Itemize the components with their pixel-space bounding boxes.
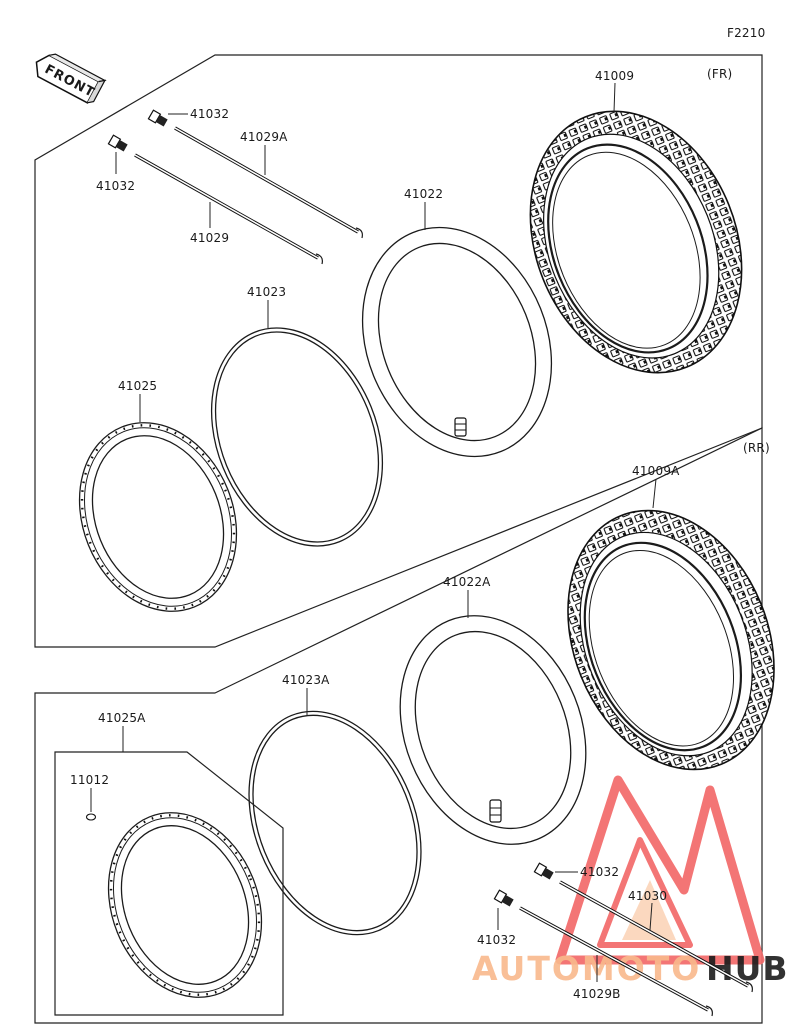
nipple-front-upper [147, 109, 168, 127]
label-41032-d: 41032 [477, 933, 516, 947]
nipple-front-lower [107, 134, 128, 152]
label-41023A: 41023A [282, 673, 330, 687]
tire-rear [567, 509, 775, 771]
spoke-41029a [174, 126, 363, 239]
label-41025A: 41025A [98, 711, 146, 725]
rim-band-front [210, 327, 384, 547]
tube-rear [399, 615, 587, 845]
valve-front [454, 417, 467, 437]
nipple-rear-upper [533, 862, 554, 880]
front-section-label: (FR) [707, 67, 732, 81]
valve-rear [489, 799, 502, 823]
label-41022: 41022 [404, 187, 443, 201]
label-41029B: 41029B [573, 987, 621, 1001]
label-41022A: 41022A [443, 575, 491, 589]
label-41009A: 41009A [632, 464, 680, 478]
label-41030: 41030 [628, 889, 667, 903]
spoke-41029b [519, 906, 713, 1017]
nipple-rear-lower [493, 889, 514, 907]
label-41009: 41009 [595, 69, 634, 83]
rim-front [78, 422, 238, 612]
label-41025: 41025 [118, 379, 157, 393]
label-41029: 41029 [190, 231, 229, 245]
label-11012: 11012 [70, 773, 109, 787]
label-41032-a: 41032 [190, 107, 229, 121]
spoke-41030 [559, 880, 753, 993]
label-41023: 41023 [247, 285, 286, 299]
rim-rear [107, 812, 263, 998]
tire-front [529, 110, 743, 374]
plug-11012 [85, 813, 97, 821]
svg-text:AUTOMOTO: AUTOMOTO [472, 949, 701, 988]
front-section-frame [34, 54, 763, 648]
rim-band-rear [248, 710, 422, 936]
front-arrow-icon [35, 54, 100, 104]
front-direction-badge: FRONT [35, 53, 107, 104]
label-41032-c: 41032 [580, 865, 619, 879]
label-41032-b: 41032 [96, 179, 135, 193]
tube-front [361, 226, 553, 458]
watermark-text: AUTOMOTO HUB [472, 949, 788, 988]
figure-code: F2210 [727, 26, 765, 40]
rear-section-label: (RR) [743, 441, 770, 455]
label-41029A: 41029A [240, 130, 288, 144]
rear-section-frame [34, 427, 763, 1024]
spoke-41029 [134, 153, 323, 265]
rim-rear-subframe [54, 751, 284, 1016]
